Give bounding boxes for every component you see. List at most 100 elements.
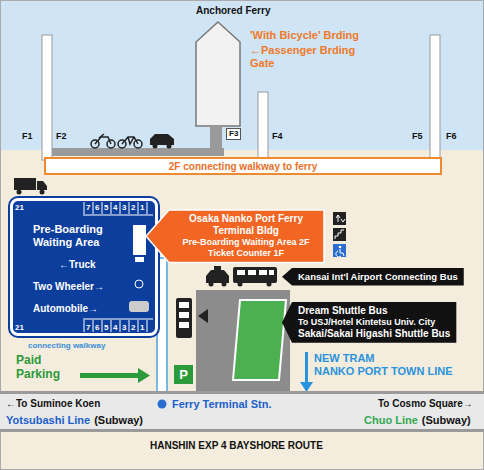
shuttle-bus-icon [176,298,192,338]
node-text: To USJ/Hotel Kintetsu Univ. City [298,317,450,328]
airport-bus-box: Kansai Int'l Airport Connecting Bus [292,268,464,285]
pier-label: F5 [412,131,423,141]
ferry-ship [196,22,240,126]
subway-line: Chuo Line [364,414,418,427]
direction-label: To Cosmo Square→ [378,398,473,410]
slot-divider [138,202,139,214]
slot-divider [120,202,121,214]
slot-divider [138,320,139,332]
piers [42,35,440,160]
lane-number: 2 [131,323,135,332]
lane-number: 7 [86,323,90,332]
bus-loop [196,290,290,392]
lane-number: 1 [140,323,144,332]
node-text: Sakai/Sakai Higashi Shuttle Bus [298,328,450,340]
slot-divider [84,320,85,332]
station-dot [158,400,167,409]
pier-label: F2 [56,131,67,141]
slot-divider [147,202,148,214]
node-text: Ticket Counter 1F [173,248,319,259]
lane-number: 7 [86,203,90,212]
lane-number: 4 [113,203,117,212]
waiting-area: Pre-Boarding Waiting Area ←TruckTwo Wheel… [10,198,158,336]
node-text: Osaka Nanko Port Ferry Terminal Bldg [180,213,312,237]
slot-divider [93,320,94,332]
slot-divider [111,202,112,214]
pier-label: F4 [272,131,283,141]
lane-number: 2 [131,203,135,212]
truck-icon [14,178,47,195]
lane-number: 5 [104,203,108,212]
pier-label: F1 [22,131,33,141]
lane-number: 21 [15,323,24,332]
bike-shape [135,280,143,288]
node-text: 2F connecting walkway to ferry [169,161,317,172]
subway-note: (Subway) [94,414,143,427]
lane-number: 3 [122,203,126,212]
slot-divider [111,320,112,332]
lane-number: 6 [95,203,99,212]
boarding-note: 'With Bicycle' Brding [250,29,359,42]
terminal-building: Osaka Nanko Port Ferry Terminal BldgPre-… [145,209,325,264]
node-text: Dream Shuttle Bus [298,305,450,317]
direction-label: ←To Suminoe Koen [6,398,100,410]
box-shape [282,302,456,343]
node-text: P [179,367,188,382]
road-band [0,391,484,432]
slot-divider [147,320,148,332]
shuttle-bus-box: Dream Shuttle BusTo USJ/Hotel Kintetsu U… [292,302,456,343]
sea [0,0,484,150]
gangway [52,126,224,156]
tram-arrow [300,352,313,392]
tram-label: NANKO PORT TOWN LINE [314,365,453,378]
building-shape [146,210,324,263]
slot-divider [84,202,85,214]
truck-cab [135,257,144,262]
lane-number: 4 [113,323,117,332]
box-shape [282,268,464,285]
lane-number: 1 [140,203,144,212]
lane-line [83,215,153,216]
walkway-band: 2F connecting walkway to ferry [44,157,442,175]
subway-line: Yotsubashi Line [6,414,90,427]
lane-line [83,319,153,320]
node-text: Automobile→ [33,303,98,314]
expressway-label: HANSHIN EXP 4 BAYSHORE ROUTE [150,440,323,452]
boarding-note: ←Passenger Brding Gate [250,44,372,69]
truck-shape [133,225,146,255]
facility-icons [333,212,346,257]
subway-note: (Subway) [422,414,471,427]
connecting-walkway [157,258,167,393]
tram-label: NEW TRAM [314,352,375,365]
node-text: F3 [229,129,238,139]
slot-divider [102,202,103,214]
node-text: Two Wheeler→ [33,281,104,292]
two-wheeler-icons [91,134,142,148]
slot-divider [102,320,103,332]
slot-divider [129,202,130,214]
node-text: ←Truck [59,259,96,270]
ship-name: Anchored Ferry [196,5,270,17]
node-text: Pre-Boarding Waiting Area [33,223,115,248]
slot-divider [93,202,94,214]
parking-arrow [80,368,150,383]
station-label: Ferry Terminal Stn. [172,398,271,411]
car-icon [150,134,174,149]
lane-number: 6 [95,323,99,332]
slot-divider [129,320,130,332]
lane-number: 21 [15,203,24,212]
bus-icon [233,267,277,287]
pier-label: F6 [446,131,457,141]
lane-number: 5 [104,323,108,332]
taxi-icon [206,266,229,287]
slot-divider [120,320,121,332]
car-shape [129,301,149,312]
gate-box: F3 [226,128,241,140]
node-text: Kansai Int'l Airport Connecting Bus [298,271,458,282]
parking-sign: P [174,365,193,384]
walkway-label: connecting walkway [28,341,105,350]
parking-label: Paid Parking [16,354,70,382]
node-text: Pre-Boarding Waiting Area 2F [173,237,319,248]
